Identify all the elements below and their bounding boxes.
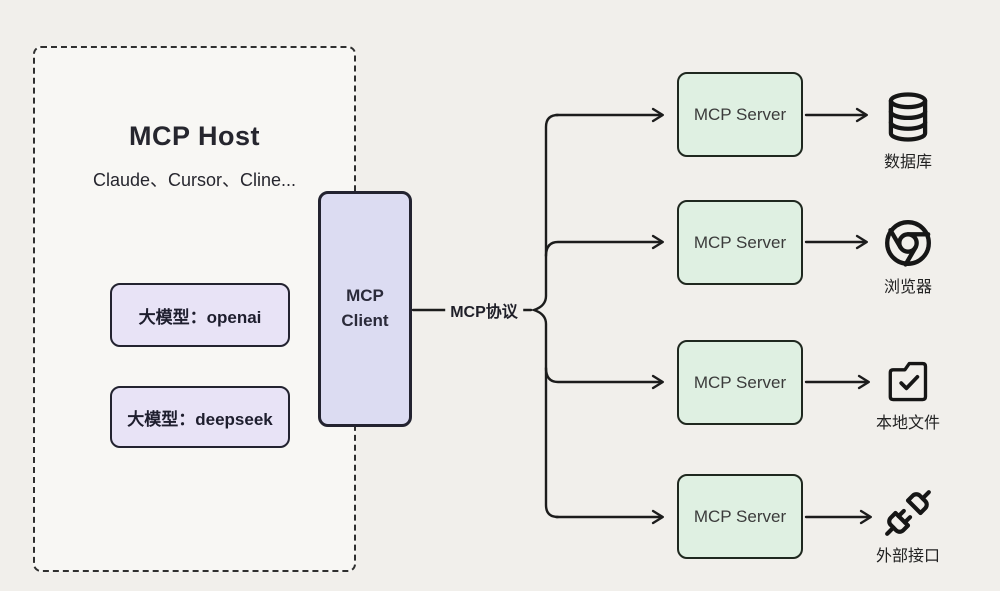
endpoint-local-files: 本地文件	[876, 355, 940, 433]
folder-check-icon	[883, 355, 933, 405]
unplug-icon	[883, 488, 933, 538]
mcp-client-node: MCP Client	[318, 191, 412, 427]
endpoint-database: 数据库	[881, 90, 935, 172]
protocol-label: MCP协议	[445, 296, 523, 324]
mcp-server-label: MCP Server	[693, 104, 787, 124]
mcp-server-label: MCP Server	[693, 372, 787, 392]
endpoint-label: 外部接口	[875, 548, 941, 565]
mcp-client-label: MCP Client	[341, 286, 389, 330]
endpoint-label: 数据库	[883, 154, 932, 171]
endpoint-external-interface: 外部接口	[876, 488, 940, 566]
host-title: MCP Host	[128, 121, 260, 151]
model-node-openai: 大模型：openai	[110, 283, 290, 347]
model-node-deepseek: 大模型：deepseek	[110, 386, 290, 448]
endpoint-browser: 浏览器	[882, 217, 934, 297]
model-node-label: 大模型：deepseek	[127, 409, 273, 429]
endpoint-label: 浏览器	[883, 279, 932, 296]
wire-brace-spine	[530, 113, 560, 519]
mcp-server-label: MCP Server	[693, 506, 787, 526]
mcp-server-node-1: MCP Server	[677, 72, 803, 157]
wire-branch-2	[544, 234, 664, 258]
mcp-server-node-2: MCP Server	[677, 200, 803, 285]
mcp-server-node-3: MCP Server	[677, 340, 803, 425]
mcp-server-label: MCP Server	[693, 232, 787, 252]
database-icon	[881, 90, 935, 144]
wire-branch-3	[544, 366, 664, 390]
mcp-server-node-4: MCP Server	[677, 474, 803, 559]
browser-icon	[882, 217, 934, 269]
host-subtitle: Claude、Cursor、Cline...	[92, 170, 297, 190]
endpoint-label: 本地文件	[875, 415, 941, 432]
model-node-label: 大模型：openai	[138, 307, 262, 327]
